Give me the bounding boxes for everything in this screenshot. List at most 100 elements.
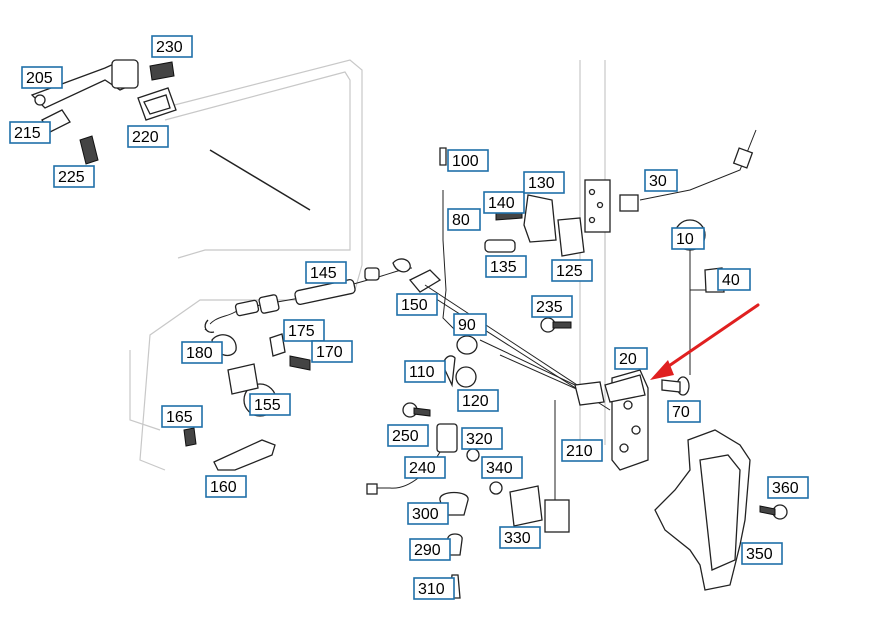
callout-box	[671, 227, 705, 250]
callout-box	[447, 149, 489, 172]
callout-number: 220	[132, 129, 159, 146]
callout-10: 10	[671, 227, 705, 250]
callout-box	[531, 295, 573, 318]
callout-box	[151, 35, 193, 58]
callout-box	[181, 341, 223, 364]
callout-box	[551, 259, 593, 282]
callout-340: 340	[481, 456, 523, 479]
callout-150: 150	[396, 293, 438, 316]
callout-number: 155	[254, 397, 281, 414]
callout-180: 180	[181, 341, 223, 364]
callout-205: 205	[21, 66, 63, 89]
callout-box	[485, 255, 527, 278]
callout-number: 360	[772, 480, 799, 497]
callout-90: 90	[453, 313, 487, 336]
callout-number: 130	[528, 175, 555, 192]
callout-290: 290	[409, 538, 451, 561]
callout-175: 175	[283, 319, 325, 342]
callout-30: 30	[644, 169, 678, 192]
callout-box	[483, 191, 525, 214]
callout-box	[614, 347, 648, 370]
callout-number: 290	[414, 542, 441, 559]
callout-box	[161, 405, 203, 428]
callout-number: 235	[536, 299, 563, 316]
callout-box	[407, 502, 449, 525]
callout-145: 145	[305, 261, 347, 284]
callout-125: 125	[551, 259, 593, 282]
callout-70: 70	[667, 400, 701, 423]
callout-number: 90	[458, 317, 476, 334]
callout-box	[9, 121, 51, 144]
callout-225: 225	[53, 165, 95, 188]
callout-number: 150	[401, 297, 428, 314]
callout-220: 220	[127, 125, 169, 148]
callout-120: 120	[457, 389, 499, 412]
door-latch	[574, 369, 649, 471]
callout-box	[453, 313, 487, 336]
callout-box	[387, 424, 429, 447]
callout-230: 230	[151, 35, 193, 58]
hinge	[584, 179, 611, 233]
callout-box	[717, 268, 751, 291]
callout-box	[741, 542, 783, 565]
callout-box	[305, 261, 347, 284]
callout-number: 165	[166, 409, 193, 426]
bolt-70	[661, 376, 690, 396]
callout-number: 175	[288, 323, 315, 340]
callout-box	[127, 125, 169, 148]
callout-number: 30	[649, 173, 667, 190]
callout-165: 165	[161, 405, 203, 428]
callout-250: 250	[387, 424, 429, 447]
callout-box	[461, 427, 503, 450]
wiring-harness	[619, 129, 757, 375]
latch-cover	[654, 429, 788, 591]
callout-100: 100	[447, 149, 489, 172]
callout-box	[457, 389, 499, 412]
callout-110: 110	[404, 360, 446, 383]
callout-number: 135	[490, 259, 517, 276]
callout-number: 300	[412, 506, 439, 523]
callout-350: 350	[741, 542, 783, 565]
callout-number: 240	[409, 460, 436, 477]
callout-360: 360	[767, 476, 809, 499]
callout-155: 155	[249, 393, 291, 416]
callout-310: 310	[413, 577, 455, 600]
callout-330: 330	[499, 526, 541, 549]
callout-300: 300	[407, 502, 449, 525]
callout-box	[283, 319, 325, 342]
callout-number: 210	[566, 443, 593, 460]
lock-knob-parts	[484, 194, 585, 257]
callout-box	[447, 208, 481, 231]
callout-number: 350	[746, 546, 773, 563]
bushings	[443, 335, 478, 388]
outer-door-handle	[30, 59, 177, 165]
callout-number: 10	[676, 231, 694, 248]
callout-box	[205, 475, 247, 498]
callout-number: 310	[418, 581, 445, 598]
callout-number: 70	[672, 404, 690, 421]
callout-box	[644, 169, 678, 192]
callout-235: 235	[531, 295, 573, 318]
callout-170: 170	[311, 340, 353, 363]
callout-80: 80	[447, 208, 481, 231]
callout-box	[21, 66, 63, 89]
callout-160: 160	[205, 475, 247, 498]
callout-box	[481, 456, 523, 479]
callout-number: 205	[26, 70, 53, 87]
callout-number: 20	[619, 351, 637, 368]
callout-20: 20	[614, 347, 648, 370]
callout-box	[499, 526, 541, 549]
callout-box	[413, 577, 455, 600]
callout-box	[249, 393, 291, 416]
callout-number: 125	[556, 263, 583, 280]
callout-box	[53, 165, 95, 188]
callout-number: 120	[462, 393, 489, 410]
callout-140: 140	[483, 191, 525, 214]
callout-number: 180	[186, 345, 213, 362]
callout-130: 130	[523, 171, 565, 194]
callout-320: 320	[461, 427, 503, 450]
callout-number: 225	[58, 169, 85, 186]
callout-135: 135	[485, 255, 527, 278]
